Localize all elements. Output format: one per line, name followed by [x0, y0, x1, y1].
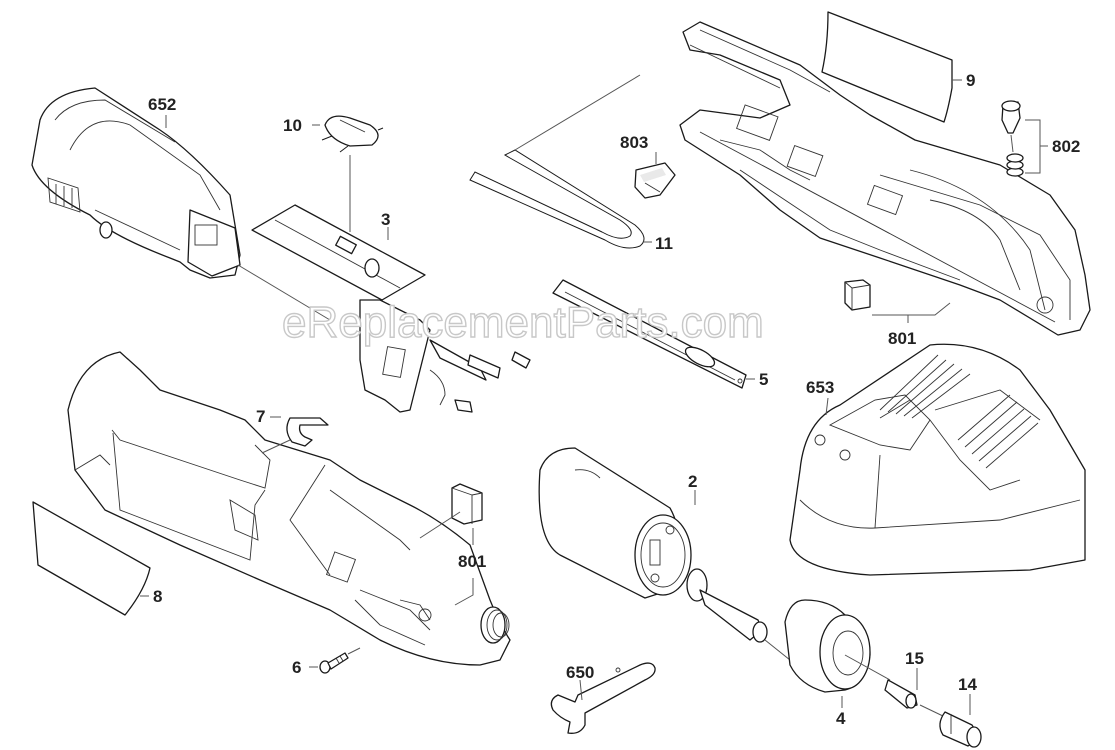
nose-thread: [480, 606, 510, 644]
button-and-spring-set[interactable]: [1001, 100, 1024, 177]
motor[interactable]: [538, 447, 768, 643]
callout-14: 14: [958, 675, 977, 694]
leader-line: [1010, 134, 1014, 153]
battery-pack[interactable]: [31, 87, 241, 279]
u-clip[interactable]: [286, 417, 329, 447]
callout-5: 5: [759, 370, 768, 389]
callout-2: 2: [688, 472, 697, 491]
callout-653: 653: [806, 378, 834, 397]
callout-3: 3: [381, 210, 390, 229]
housing-right-half[interactable]: [679, 21, 1091, 336]
wrench[interactable]: [550, 662, 656, 734]
callout-650: 650: [566, 663, 594, 682]
switch-button-cap[interactable]: [321, 115, 384, 153]
switch-circuit-board[interactable]: [251, 204, 531, 413]
housing-left-half[interactable]: [67, 351, 511, 666]
battery-charger[interactable]: [789, 343, 1086, 576]
callout-11: 11: [655, 234, 673, 253]
callout-801-top: 801: [888, 329, 916, 348]
collet[interactable]: [884, 679, 918, 709]
leader-line: [872, 302, 951, 316]
watermark: eReplacementParts.com: [282, 298, 764, 347]
leader-line: [261, 439, 291, 454]
callout-9: 9: [966, 71, 975, 90]
leader-line: [825, 397, 829, 416]
foam-pad-top[interactable]: [844, 279, 871, 311]
nose-cap[interactable]: [784, 599, 871, 693]
vent-grille-side: [957, 394, 1039, 469]
callout-10: 10: [283, 116, 302, 135]
callout-802: 802: [1052, 137, 1080, 156]
collet-nut[interactable]: [939, 711, 982, 748]
callout-652: 652: [148, 95, 176, 114]
callout-8: 8: [153, 587, 162, 606]
leader-line: [514, 74, 641, 151]
leader-line: [844, 654, 891, 681]
leader-line: [919, 704, 946, 718]
callout-801-bottom: 801: [458, 552, 486, 571]
leader-line: [347, 647, 361, 655]
leader-line: [579, 679, 583, 701]
screw[interactable]: [319, 652, 349, 674]
bracket-leader: [1025, 119, 1048, 174]
leader-line: [419, 511, 461, 539]
label-plate-right[interactable]: [821, 11, 953, 123]
callout-4: 4: [836, 709, 846, 728]
callout-7: 7: [256, 407, 265, 426]
wire-bracket[interactable]: [469, 149, 645, 249]
slide-switch-bar[interactable]: [552, 279, 747, 389]
callout-803: 803: [620, 133, 648, 152]
callout-6: 6: [292, 658, 301, 677]
leader-line: [764, 639, 791, 661]
label-plate-left[interactable]: [32, 501, 151, 616]
foam-pad-bottom[interactable]: [451, 483, 483, 525]
leader-line: [454, 578, 474, 606]
leader-line: [237, 264, 331, 321]
slide-button[interactable]: [634, 162, 676, 199]
vent-grille-top: [879, 354, 971, 419]
callout-15: 15: [905, 649, 924, 668]
